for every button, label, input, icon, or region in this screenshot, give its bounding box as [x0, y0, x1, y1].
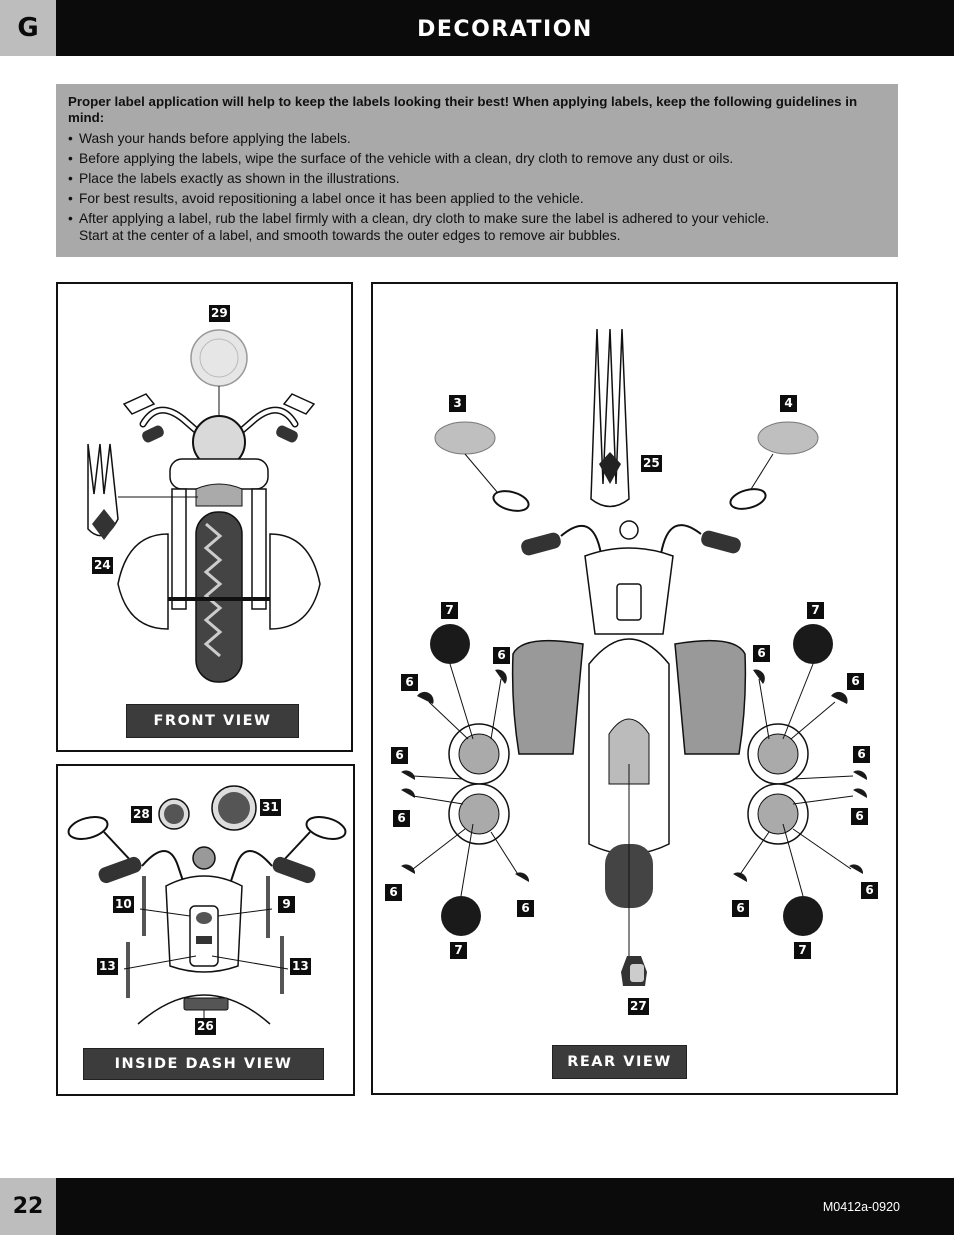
callout-hubcap-center: 7: [807, 602, 824, 619]
guideline-item: Wash your hands before applying the labe…: [68, 130, 870, 147]
callout-hubcap-segment: 6: [861, 882, 878, 899]
guidelines-list: Wash your hands before applying the labe…: [68, 130, 870, 244]
callout-hubcap-center: 7: [441, 602, 458, 619]
page-footer: 22 M0412a-0920: [0, 1178, 954, 1235]
document-code: M0412a-0920: [822, 1200, 900, 1214]
callout-hubcap-segment: 6: [391, 747, 408, 764]
callout-hubcap-segment: 6: [851, 808, 868, 825]
callout-hubcap-segment: 6: [401, 674, 418, 691]
front-view-illustration: [87, 329, 321, 683]
callout-hubcap-center: 7: [794, 942, 811, 959]
callout-tachometer: 28: [131, 806, 152, 823]
guidelines-box: Proper label application will help to ke…: [56, 84, 898, 257]
callout-left-strip: 10: [113, 896, 134, 913]
rear-view-label: REAR VIEW: [552, 1045, 687, 1079]
page-number: 22: [0, 1178, 56, 1235]
callout-tail-light: 27: [628, 998, 649, 1015]
rear-view-panel: 3 4 25 7 7 7 7 6 6 6 6 6 6 6 6 6 6 6 6 2…: [371, 282, 898, 1095]
callout-headlight: 29: [209, 305, 230, 322]
front-view-label: FRONT VIEW: [126, 704, 299, 738]
callout-left-mirror: 3: [449, 395, 466, 412]
callout-left-strip-lower: 13: [97, 958, 118, 975]
callout-dash-plate: 26: [195, 1018, 216, 1035]
callout-hubcap-segment: 6: [753, 645, 770, 662]
guideline-item: After applying a label, rub the label fi…: [68, 210, 870, 244]
dash-view-panel: 28 31 10 9 13 13 26 INSIDE DASH VIEW: [56, 764, 355, 1096]
callout-hubcap-segment: 6: [385, 884, 402, 901]
page-title: DECORATION: [417, 17, 593, 42]
callout-hubcap-segment: 6: [517, 900, 534, 917]
front-view-panel: 29 24 FRONT VIEW: [56, 282, 353, 752]
callout-fender-decal: 24: [92, 557, 113, 574]
guideline-item-continuation: Start at the center of a label, and smoo…: [79, 228, 621, 243]
callout-hubcap-segment: 6: [732, 900, 749, 917]
callout-speedometer: 31: [260, 799, 281, 816]
callout-hubcap-segment: 6: [847, 673, 864, 690]
callout-right-mirror: 4: [780, 395, 797, 412]
callout-right-strip-lower: 13: [290, 958, 311, 975]
callout-hubcap-segment: 6: [853, 746, 870, 763]
dash-view-illustration: [67, 785, 347, 1025]
dash-view-label: INSIDE DASH VIEW: [83, 1048, 324, 1080]
callout-windshield: 25: [641, 455, 662, 472]
guidelines-intro: Proper label application will help to ke…: [68, 94, 858, 125]
rear-view-illustration: [401, 328, 868, 986]
section-letter: G: [0, 0, 56, 56]
callout-right-strip: 9: [278, 896, 295, 913]
guideline-item: For best results, avoid repositioning a …: [68, 190, 870, 207]
callout-hubcap-center: 7: [450, 942, 467, 959]
callout-hubcap-segment: 6: [393, 810, 410, 827]
page-header: G DECORATION: [0, 0, 954, 56]
guideline-item-text: After applying a label, rub the label fi…: [79, 211, 770, 226]
guideline-item: Before applying the labels, wipe the sur…: [68, 150, 870, 167]
callout-hubcap-segment: 6: [493, 647, 510, 664]
guideline-item: Place the labels exactly as shown in the…: [68, 170, 870, 187]
